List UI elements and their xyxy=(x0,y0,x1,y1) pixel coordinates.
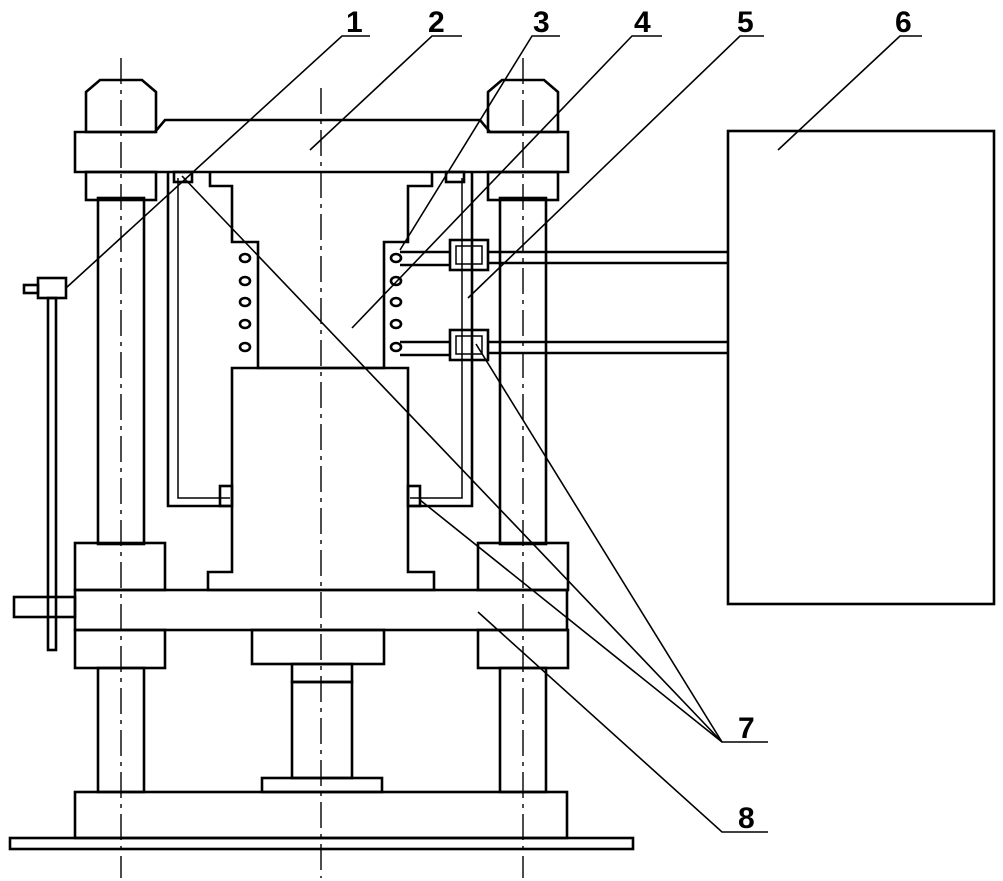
label-5: 5 xyxy=(737,6,754,39)
displacement-sensor xyxy=(12,276,77,652)
heating-coil-holes xyxy=(238,252,403,353)
label-1: 1 xyxy=(346,6,363,39)
part-labels: 1 2 3 4 5 6 7 8 xyxy=(346,6,912,835)
label-2: 2 xyxy=(428,6,445,39)
leader-lines xyxy=(65,35,922,833)
hydraulic-cylinder xyxy=(250,628,386,794)
center-lines xyxy=(120,58,524,878)
heating-chamber xyxy=(166,170,474,508)
label-8: 8 xyxy=(738,802,755,835)
controller-box xyxy=(726,129,996,606)
thermocouples xyxy=(400,238,728,362)
label-4: 4 xyxy=(634,6,651,39)
label-6: 6 xyxy=(895,6,912,39)
label-3: 3 xyxy=(533,6,550,39)
label-7: 7 xyxy=(738,712,755,745)
